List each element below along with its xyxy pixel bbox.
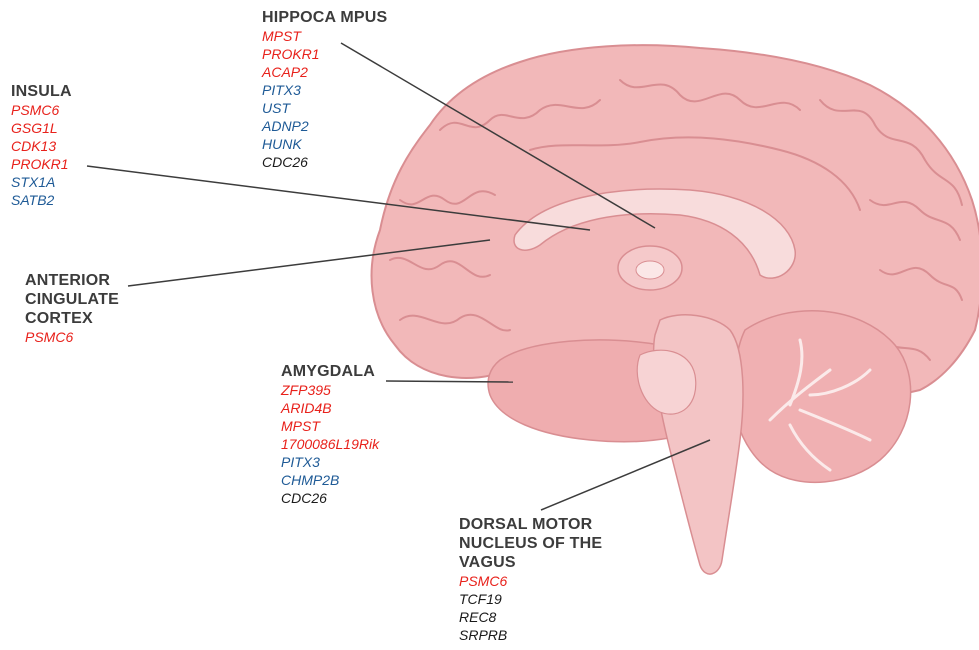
gene-label: PSMC6 (25, 328, 119, 346)
gene-label: CDC26 (281, 489, 379, 507)
region-title-amygdala: AMYGDALA (281, 362, 379, 381)
gene-label: ADNP2 (262, 117, 387, 135)
region-anterior-cingulate-cortex: ANTERIOR CINGULATE CORTEX PSMC6 (25, 271, 119, 346)
gene-label: MPST (281, 417, 379, 435)
cerebellum (732, 311, 911, 483)
region-title-insula: INSULA (11, 82, 72, 101)
gene-label: SATB2 (11, 191, 72, 209)
region-title-dorsal-motor-nucleus-vagus: DORSAL MOTOR NUCLEUS OF THE VAGUS (459, 515, 602, 572)
gene-label: HUNK (262, 135, 387, 153)
gene-label: PITX3 (262, 81, 387, 99)
gene-label: PITX3 (281, 453, 379, 471)
region-title-anterior-cingulate-cortex: ANTERIOR CINGULATE CORTEX (25, 271, 119, 328)
gene-label: ARID4B (281, 399, 379, 417)
gene-label: GSG1L (11, 119, 72, 137)
gene-label: UST (262, 99, 387, 117)
gene-label: 1700086L19Rik (281, 435, 379, 453)
gene-label: ACAP2 (262, 63, 387, 81)
gene-label: CDK13 (11, 137, 72, 155)
gene-label: PSMC6 (459, 572, 602, 590)
gene-label: PROKR1 (262, 45, 387, 63)
region-title-hippocampus: HIPPOCA MPUS (262, 8, 387, 27)
gene-label: MPST (262, 27, 387, 45)
gene-label: PSMC6 (11, 101, 72, 119)
gene-label: CDC26 (262, 153, 387, 171)
gene-label: TCF19 (459, 590, 602, 608)
gene-label: REC8 (459, 608, 602, 626)
thalamus-core (636, 261, 664, 279)
gene-label: STX1A (11, 173, 72, 191)
gene-label: CHMP2B (281, 471, 379, 489)
gene-label: ZFP395 (281, 381, 379, 399)
gene-list-anterior-cingulate-cortex: PSMC6 (25, 328, 119, 346)
leader-line-amygdala (386, 381, 513, 382)
gene-label: SRPRB (459, 626, 602, 644)
gene-label: PROKR1 (11, 155, 72, 173)
